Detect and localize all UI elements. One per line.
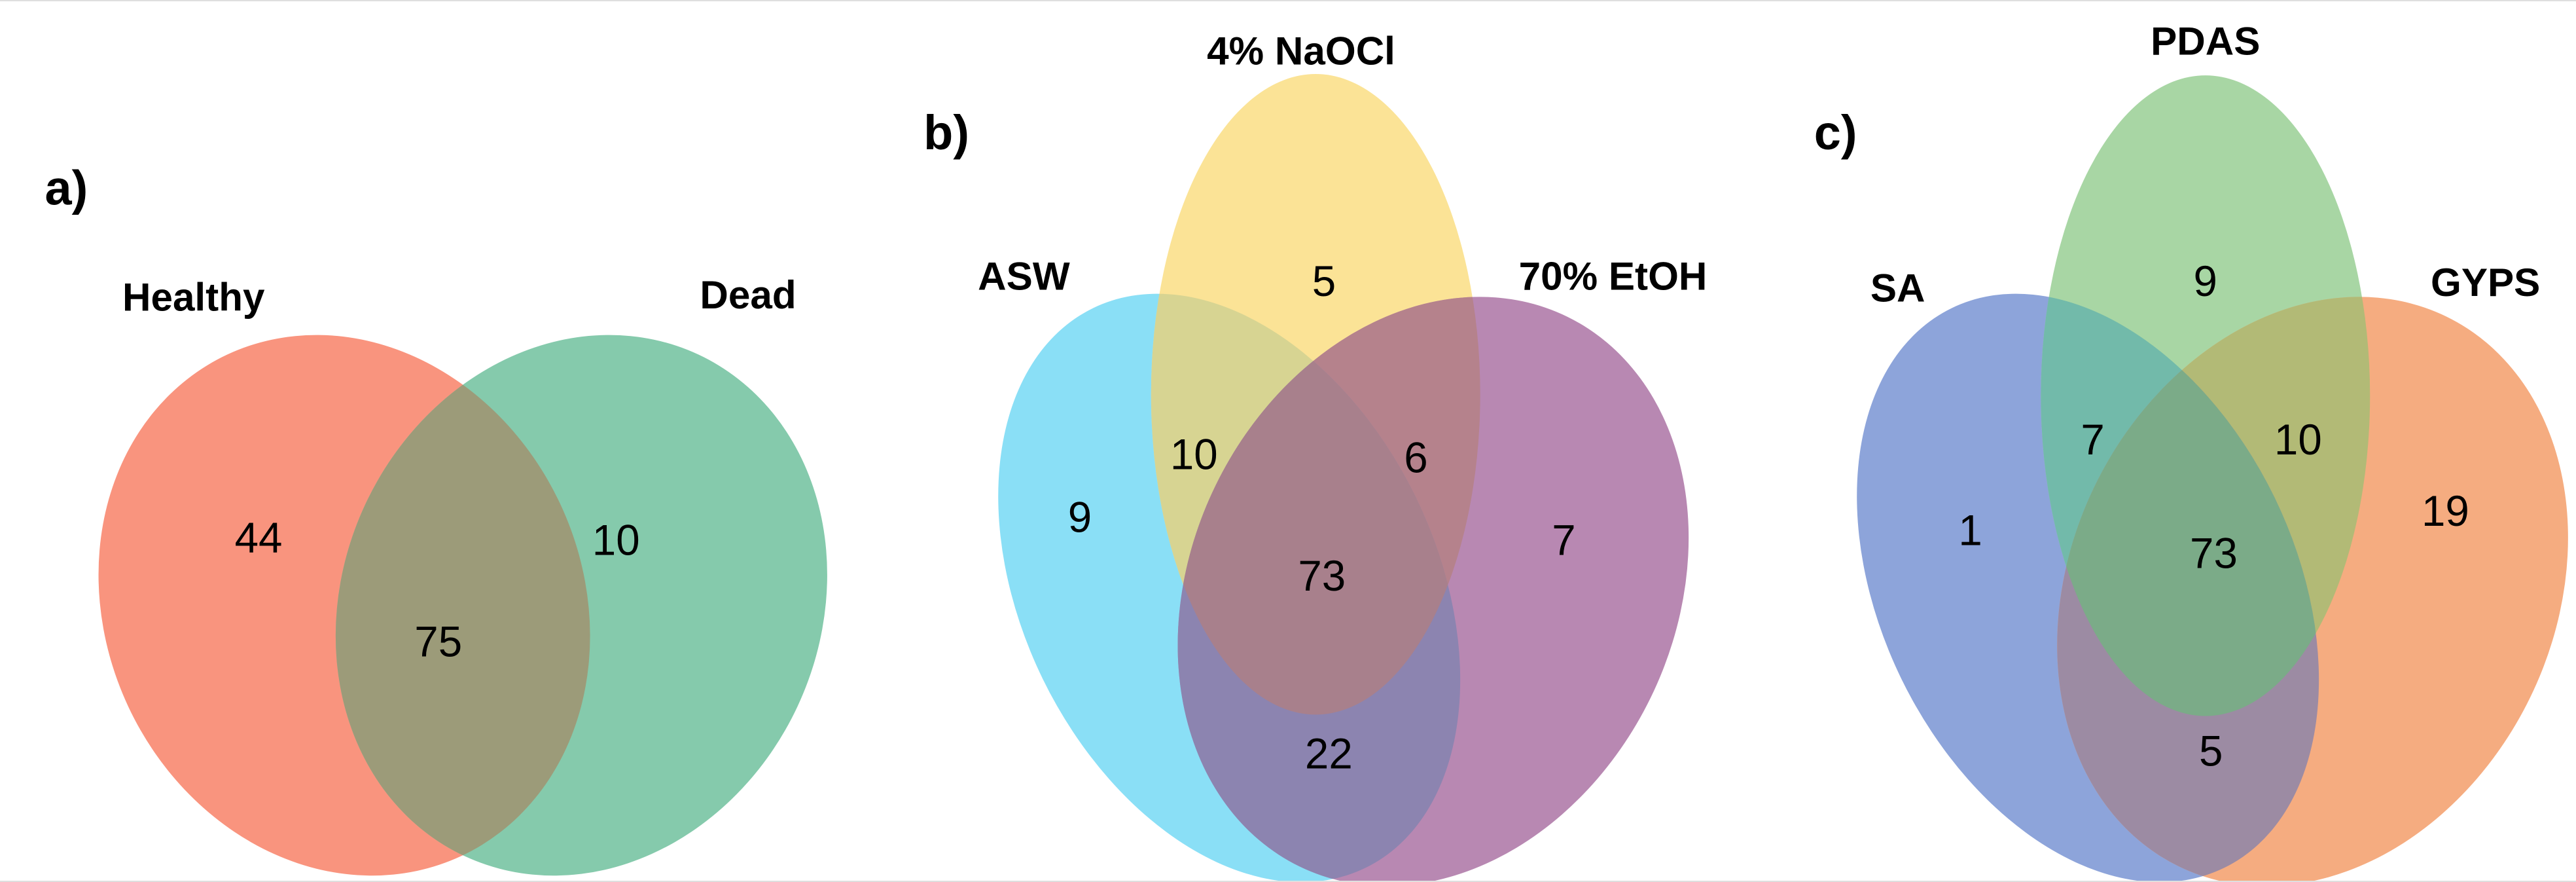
panel-b: b) ASW 4% NaOCl 70% EtOH 5 10 6 9 7 73 2… [923, 28, 1708, 882]
count-naocl-etoh: 6 [1404, 434, 1427, 482]
venn-a-overlap-region [335, 335, 677, 876]
count-naocl-only: 5 [1312, 257, 1336, 305]
count-sa-gyps: 5 [2199, 727, 2223, 775]
bottom-rule [0, 881, 2576, 882]
label-pdas: PDAS [2151, 18, 2260, 63]
label-asw: ASW [978, 254, 1070, 299]
label-naocl: 4% NaOCl [1207, 28, 1395, 73]
count-healthy-dead: 75 [414, 618, 462, 666]
count-c-triple: 73 [2190, 529, 2238, 577]
label-gyps: GYPS [2431, 260, 2540, 304]
count-asw-only: 9 [1068, 493, 1092, 541]
count-pdas-gyps: 10 [2274, 416, 2322, 464]
label-healthy: Healthy [122, 274, 265, 319]
label-sa: SA [1870, 266, 1925, 310]
panel-c: c) SA PDAS GYPS 9 7 10 1 19 73 5 [1814, 18, 2568, 882]
panel-b-letter: b) [923, 105, 969, 160]
label-etoh: 70% EtOH [1519, 254, 1708, 299]
count-dead-only: 10 [592, 516, 640, 564]
label-dead: Dead [700, 272, 796, 317]
count-b-triple: 73 [1298, 552, 1346, 600]
top-rule [0, 0, 2576, 1]
count-gyps-only: 19 [2422, 487, 2469, 535]
venn-b-triple-region [1177, 297, 1480, 715]
count-sa-only: 1 [1958, 506, 1982, 554]
count-asw-etoh: 22 [1305, 730, 1353, 778]
count-pdas-only: 9 [2194, 257, 2217, 305]
count-etoh-only: 7 [1552, 516, 1575, 564]
panel-a-letter: a) [45, 161, 88, 215]
panel-a: a) Healthy Dead 44 10 75 [45, 161, 827, 876]
count-healthy-only: 44 [235, 514, 283, 562]
panel-c-letter: c) [1814, 105, 1857, 160]
count-asw-naocl: 10 [1170, 430, 1218, 478]
count-sa-pdas: 7 [2081, 416, 2104, 464]
